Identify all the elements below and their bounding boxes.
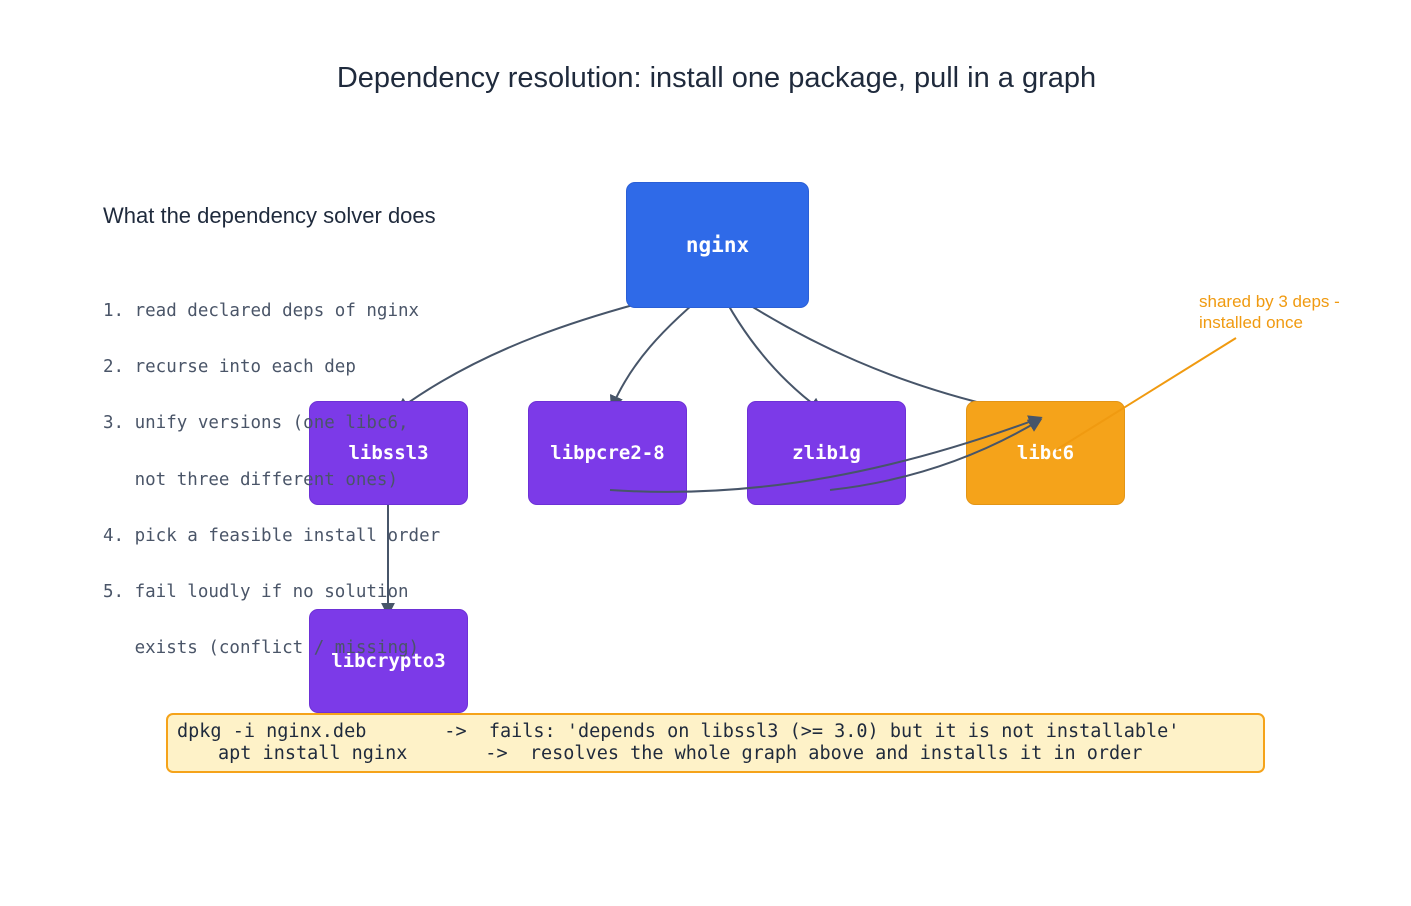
- node-zlib1g-label: zlib1g: [792, 442, 861, 464]
- solver-step: 4. pick a feasible install order: [103, 525, 441, 546]
- solver-step: exists (conflict / missing): [103, 638, 420, 659]
- node-libssl3: libssl3: [309, 401, 468, 505]
- solver-step: 3. unify versions (one libc6,: [103, 413, 409, 434]
- solver-step: 5. fail loudly if no solution: [103, 581, 409, 602]
- node-libcrypto3: libcrypto3: [309, 609, 468, 713]
- node-nginx-label: nginx: [685, 233, 750, 257]
- edge-libpcre2-libc6: [609, 415, 1043, 493]
- solver-step: 2. recurse into each dep: [103, 357, 356, 378]
- node-libpcre2-8-label: libpcre2-8: [550, 442, 665, 464]
- edge-zlib1g-libc6: [829, 418, 1043, 491]
- node-libcrypto3-label: libcrypto3: [331, 650, 446, 672]
- node-nginx: nginx: [626, 182, 809, 308]
- node-libpcre2-8: libpcre2-8: [528, 401, 687, 505]
- diagram-title: Dependency resolution: install one packa…: [336, 62, 1097, 94]
- command-comparison-box: dpkg -i nginx.deb -> fails: 'depends on …: [166, 713, 1265, 773]
- command-line-dpkg: dpkg -i nginx.deb -> fails: 'depends on …: [177, 721, 1180, 742]
- shared-dependency-callout: shared by 3 deps - installed once: [1199, 292, 1340, 332]
- solver-step: 1. read declared deps of nginx: [103, 301, 420, 321]
- solver-steps-list: 1. read declared deps of nginx 2. recurs…: [103, 298, 440, 691]
- solver-step: not three different ones): [103, 469, 399, 490]
- node-libc6: libc6: [966, 401, 1125, 505]
- callout-leader-line: [1055, 337, 1237, 451]
- node-libssl3-label: libssl3: [348, 442, 429, 464]
- solver-heading: What the dependency solver does: [103, 203, 436, 228]
- node-zlib1g: zlib1g: [747, 401, 906, 505]
- command-line-apt: apt install nginx -> resolves the whole …: [218, 743, 1143, 764]
